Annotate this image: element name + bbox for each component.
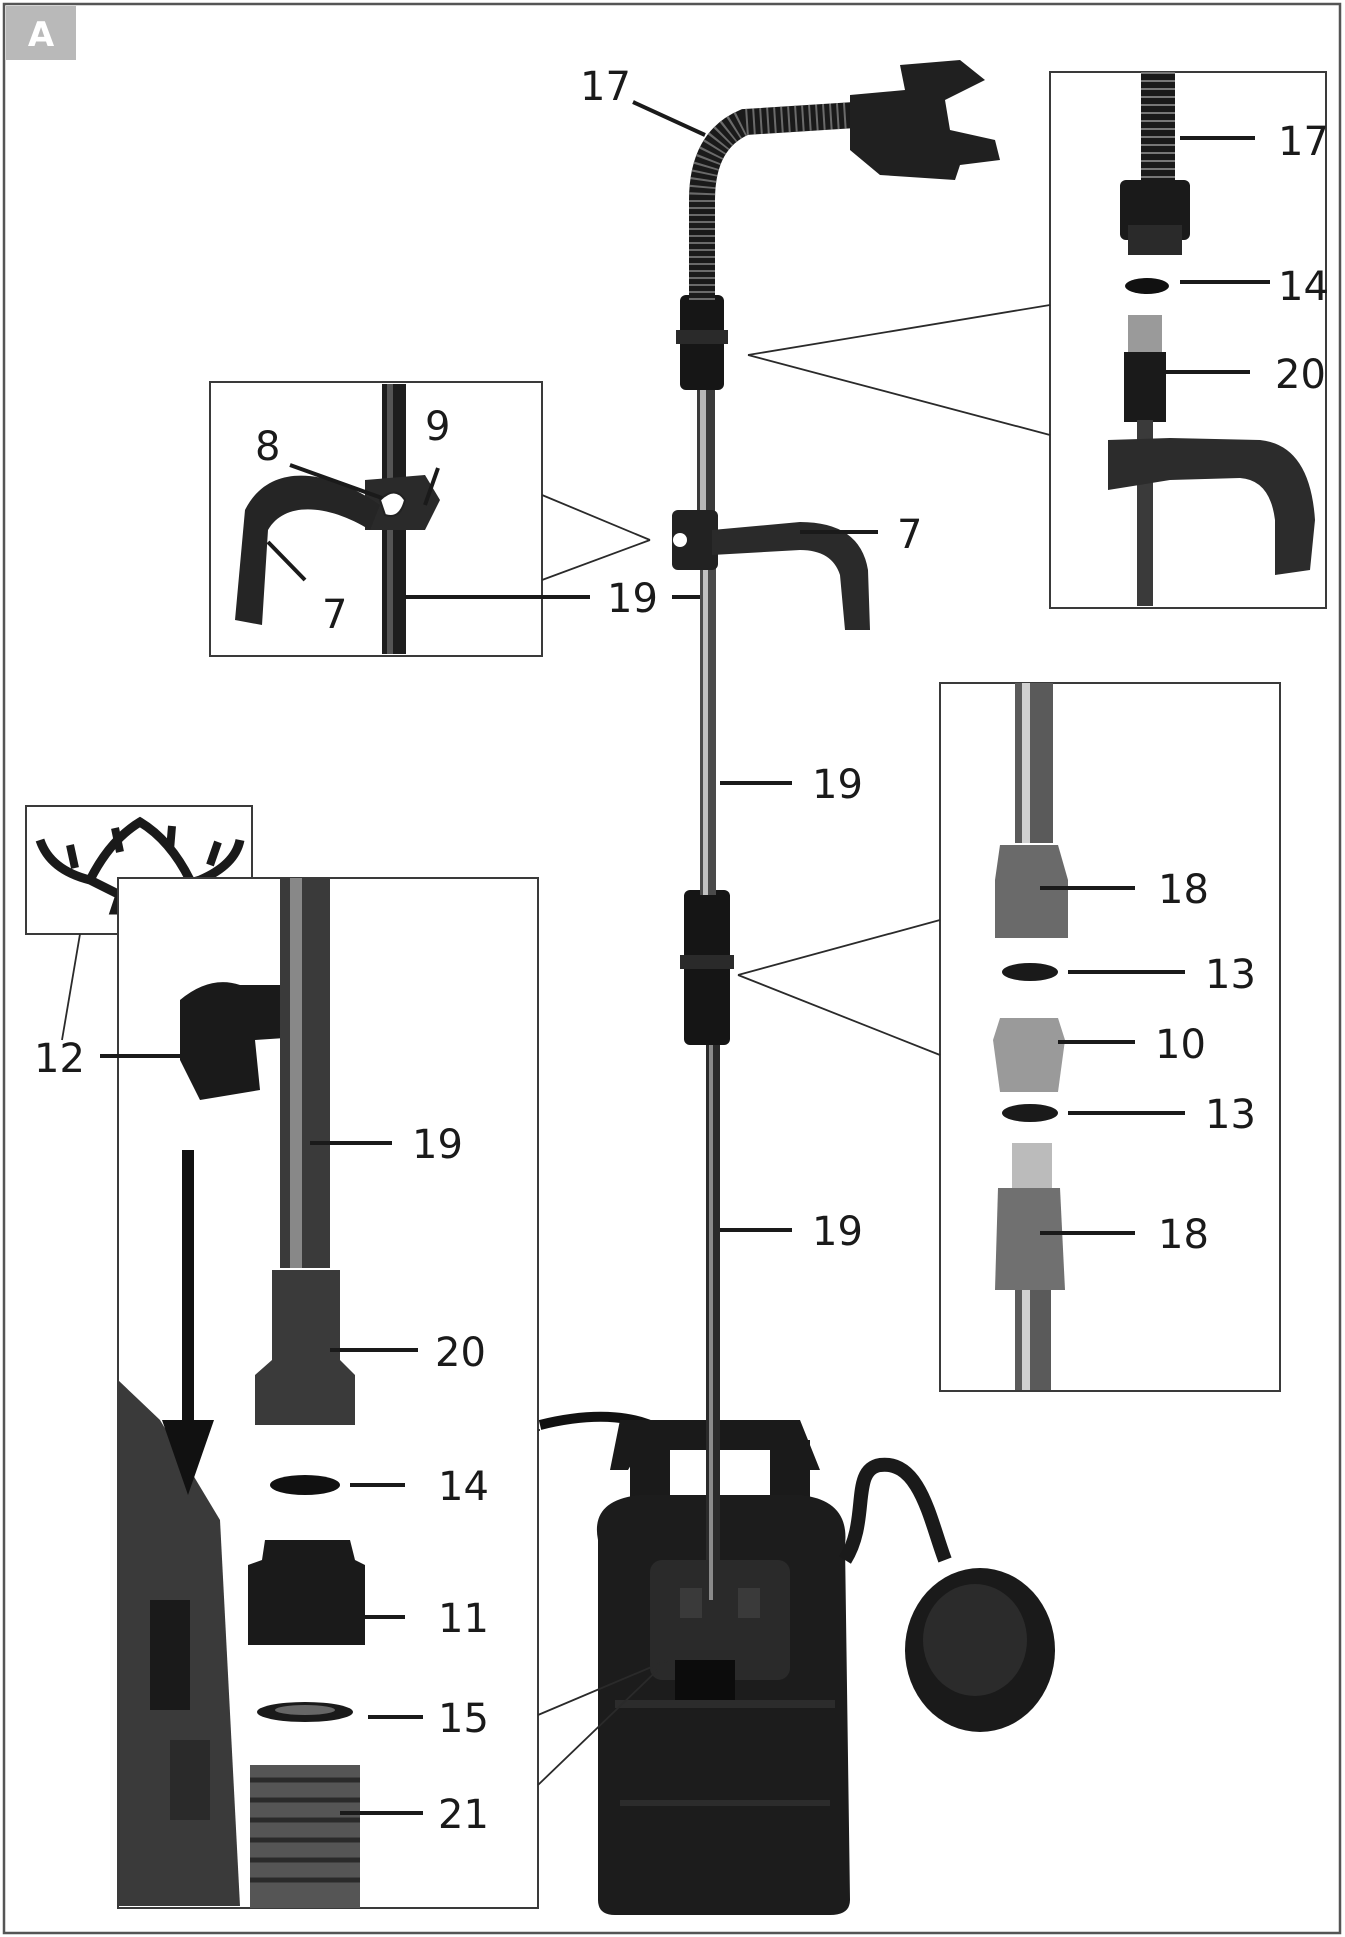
part-labels: 17 17 14 20 7 8 9 7 19 19 19 18 13 10 13…	[34, 64, 1329, 1838]
riser-pipe	[672, 60, 1000, 1600]
label-seal-13-bottom: 13	[1205, 1092, 1256, 1138]
label-inset-hose-17: 17	[1278, 119, 1329, 165]
label-pipe-19-clip: 19	[607, 576, 658, 622]
label-hook-7: 7	[897, 512, 922, 558]
label-pipe-19-inset: 19	[412, 1122, 463, 1168]
inset-hose-connector	[747, 71, 1327, 609]
leader-lines	[100, 100, 1270, 1815]
label-inset-seal-14: 14	[1278, 264, 1329, 310]
label-seal-14: 14	[438, 1464, 489, 1510]
label-seal-15: 15	[438, 1696, 489, 1742]
label-hose-17: 17	[580, 64, 631, 110]
pump-body	[538, 1411, 1055, 1915]
label-adapter-11: 11	[438, 1596, 489, 1642]
label-clip-9: 9	[425, 404, 450, 450]
label-connector-18-bottom: 18	[1158, 1212, 1209, 1258]
figure-badge-letter: A	[28, 15, 55, 55]
figure-badge: A	[6, 6, 76, 60]
label-hanger-12: 12	[34, 1036, 85, 1082]
inset-outlet	[117, 877, 669, 1909]
label-clip-8: 8	[255, 424, 280, 470]
label-nipple-10: 10	[1155, 1022, 1206, 1068]
inset-pipe-connector	[737, 682, 1281, 1392]
label-inset-adapter-20: 20	[1275, 352, 1326, 398]
label-pipe-19-upper: 19	[812, 762, 863, 808]
label-adapter-20: 20	[435, 1330, 486, 1376]
label-thread-21: 21	[438, 1792, 489, 1838]
label-pipe-19-lower: 19	[812, 1209, 863, 1255]
inset-clip	[209, 381, 651, 657]
label-clip-hook-7: 7	[322, 592, 347, 638]
label-seal-13-top: 13	[1205, 952, 1256, 998]
label-connector-18-top: 18	[1158, 867, 1209, 913]
